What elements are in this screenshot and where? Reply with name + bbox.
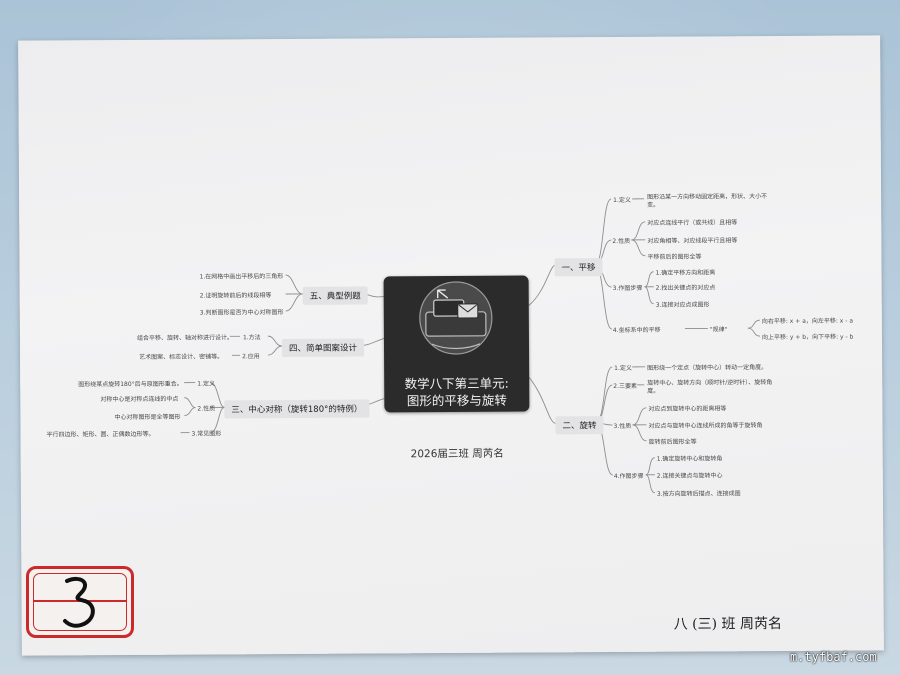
- branch-rotation: 二、旋转: [555, 416, 604, 435]
- rotation-prop-2: 对应点与旋转中心连线所成的角等于旋转角: [648, 422, 763, 430]
- translation-prop-1: 对应点连线平行（或共线）且相等: [647, 219, 738, 227]
- branch-examples: 五、典型例题: [302, 286, 368, 305]
- symmetry-prop-label: 2.性质: [197, 405, 216, 413]
- rotation-step-1: 1.确定旋转中心和旋转角: [656, 455, 723, 463]
- red-stamp: [26, 566, 134, 638]
- translation-rule: "规律": [709, 326, 728, 334]
- symmetry-common-label: 3.常见图形: [191, 430, 222, 438]
- translation-step-1: 1.确定平移方向和距离: [655, 269, 716, 277]
- author-line: 2026届三班 周芮名: [410, 447, 504, 461]
- branch-central-symmetry: 三、中心对称（旋转180°的特例）: [224, 399, 370, 419]
- center-title-line2: 图形的平移与旋转: [406, 392, 507, 409]
- rotation-steps-label: 4.作图步骤: [613, 472, 644, 481]
- rotation-step-3: 3.按方向旋转后描点、连接成图: [656, 490, 741, 498]
- stamp-inner-border: [33, 573, 127, 631]
- example-3: 3.判断图形是否为中心对称图形: [199, 309, 284, 317]
- branch-translation: 一、平移: [554, 258, 603, 277]
- example-1: 1.在网格中画出平移后的三角形: [199, 273, 284, 281]
- symmetry-prop-1: 对称中心是对称点连线的中点: [100, 395, 179, 404]
- center-topic: 数学八下第三单元: 图形的平移与旋转: [383, 275, 530, 413]
- symmetry-def-text: 图形绕某点旋转180°后与原图形重合。: [78, 380, 183, 389]
- handwritten-signature: 八 (三) 班 周芮名: [673, 615, 783, 633]
- translation-def-text1: 图形沿某一方向移动固定距离，形状、大小不: [647, 193, 768, 201]
- translation-def-text2: 变。: [647, 201, 660, 209]
- translation-rule-1: 向右平移: x + a，向左平移: x - a: [761, 317, 854, 326]
- design-apply-label: 2.应用: [242, 353, 260, 361]
- translation-step-3: 3.连接对应点成图形: [655, 301, 710, 309]
- illustration-icon: [419, 281, 493, 355]
- example-2: 2.证明旋转前后的线段相等: [199, 292, 272, 300]
- handwritten-number: [63, 576, 95, 628]
- rotation-elem-text2: 度。: [647, 387, 660, 395]
- translation-coord-label: 4.坐标系中的平移: [612, 326, 661, 335]
- translation-def-label: 1.定义: [613, 196, 631, 205]
- rotation-step-2: 2.连接关键点与旋转中心: [656, 472, 723, 480]
- rotation-def-label: 1.定义: [614, 364, 632, 373]
- watermark: m.tyfbaf.com: [790, 650, 877, 664]
- rotation-elem-text1: 旋转中心、旋转方向（顺时针/逆时针）、旋转角: [647, 379, 773, 387]
- translation-rule-2: 向上平移: y + b，向下平移: y - b: [761, 333, 854, 342]
- rotation-prop-label: 3.性质: [613, 422, 632, 431]
- design-method-label: 1.方法: [242, 334, 261, 342]
- translation-prop-3: 平移前后的图形全等: [647, 253, 702, 261]
- mind-map-paper: 数学八下第三单元: 图形的平移与旋转 2026届三班 周芮名 一、平移 1.定义…: [18, 35, 884, 656]
- translation-prop-2: 对应角相等、对应线段平行且相等: [647, 237, 738, 245]
- design-apply-text: 艺术图案、标志设计、密铺等。: [139, 353, 224, 361]
- branch-design: 四、简单图案设计: [281, 338, 365, 358]
- design-method-text: 组合平移、旋转、轴对称进行设计。: [136, 334, 233, 342]
- rotation-prop-1: 对应点到旋转中心的距离相等: [648, 405, 727, 413]
- translation-step-2: 2.找出关键点的对应点: [655, 284, 716, 292]
- symmetry-prop-2: 中心对称图形是全等图形: [114, 413, 181, 422]
- rotation-prop-3: 旋转前后图形全等: [648, 438, 697, 446]
- translation-steps-label: 3.作图步骤: [612, 284, 643, 293]
- translation-prop-label: 2.性质: [612, 237, 631, 246]
- rotation-elem-label: 2.三要素: [613, 382, 638, 391]
- symmetry-common-text: 平行四边形、矩形、圆、正偶数边形等。: [46, 430, 155, 439]
- symmetry-def-label: 1.定义: [197, 380, 215, 388]
- rotation-def-text: 图形绕一个定点（旋转中心）转动一定角度。: [647, 364, 768, 372]
